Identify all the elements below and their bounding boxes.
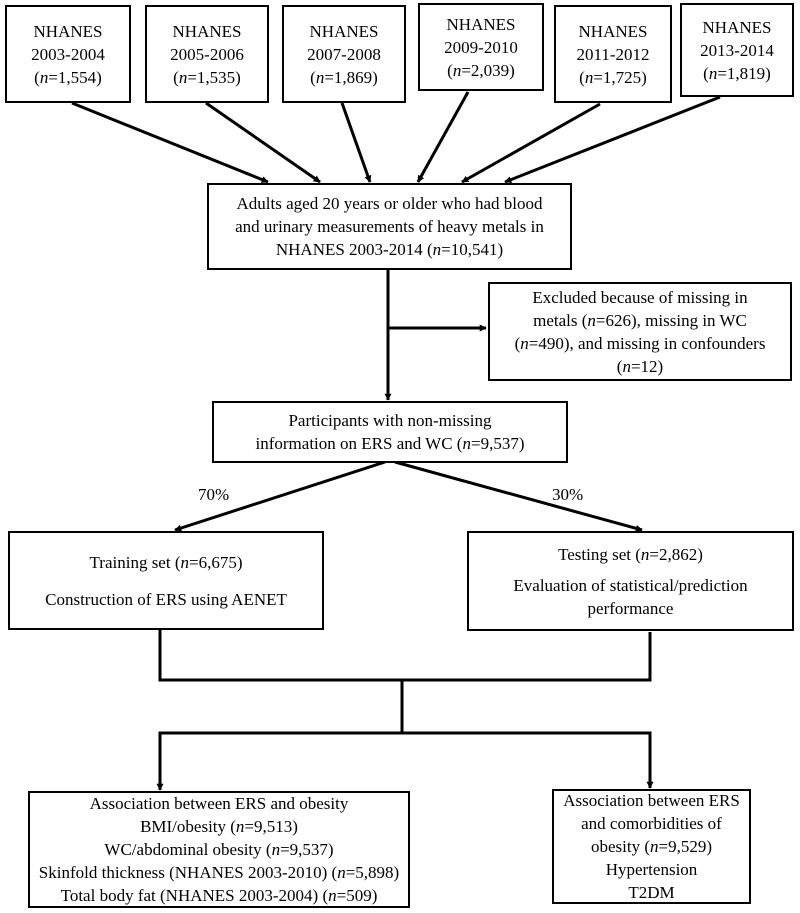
testing-set-box: Testing set (n=2,862) Evaluation of stat… [467, 531, 794, 631]
cohort-n: (n=1,819) [703, 63, 771, 83]
cohort-box-2009-2010: NHANES 2009-2010 (n=2,039) [418, 3, 544, 91]
cohort-box-2007-2008: NHANES 2007-2008 (n=1,869) [282, 5, 406, 103]
arrow-to-testing [394, 460, 643, 532]
cohort-title: NHANES [172, 21, 242, 41]
testing-percent-label: 30% [552, 485, 584, 504]
merge-line [158, 630, 652, 682]
training-percent-label: 70% [198, 485, 230, 504]
cohort-years: 2013-2014 [700, 40, 774, 60]
cohort-box-2005-2006: NHANES 2005-2006 (n=1,535) [145, 5, 269, 103]
cohort-n: (n=1,725) [579, 67, 647, 87]
cohort-title: NHANES [33, 21, 103, 41]
arrow-to-training [174, 460, 386, 532]
analytic-sample-box: Participants with non-missing informatio… [212, 401, 568, 463]
cohort-title: NHANES [702, 17, 772, 37]
obesity-association-box: Association between ERS and obesity BMI/… [28, 791, 410, 908]
arrow-cohort-5 [461, 102, 601, 184]
cohort-years: 2003-2004 [31, 44, 105, 64]
cohort-n: (n=2,039) [447, 60, 515, 80]
cohort-n: (n=1,535) [173, 67, 241, 87]
cohort-title: NHANES [309, 21, 379, 41]
arrow-cohort-1 [71, 101, 269, 184]
arrow-cohort-3 [340, 102, 372, 183]
arrow-cohort-4 [416, 91, 470, 183]
cohort-box-2003-2004: NHANES 2003-2004 (n=1,554) [5, 5, 131, 103]
excluded-box: Excluded because of missing in metals (n… [488, 282, 792, 381]
cohort-years: 2005-2006 [170, 44, 244, 64]
cohort-n: (n=1,869) [310, 67, 378, 87]
cohort-title: NHANES [578, 21, 648, 41]
cohort-box-2013-2014: NHANES 2013-2014 (n=1,819) [680, 3, 794, 97]
arrow-cohort-2 [205, 101, 321, 184]
cohort-n: (n=1,554) [34, 67, 102, 87]
pooled-adults-box: Adults aged 20 years or older who had bl… [207, 183, 572, 270]
cohort-box-2011-2012: NHANES 2011-2012 (n=1,725) [554, 5, 672, 103]
cohort-years: 2007-2008 [307, 44, 381, 64]
arrow-cohort-6 [504, 95, 721, 184]
training-set-box: Training set (n=6,675) Construction of E… [8, 531, 324, 630]
comorbidity-association-box: Association between ERS and comorbiditie… [552, 789, 751, 904]
cohort-title: NHANES [446, 14, 516, 34]
cohort-years: 2009-2010 [444, 37, 518, 57]
cohort-years: 2011-2012 [576, 44, 650, 64]
branch-line [158, 731, 652, 790]
